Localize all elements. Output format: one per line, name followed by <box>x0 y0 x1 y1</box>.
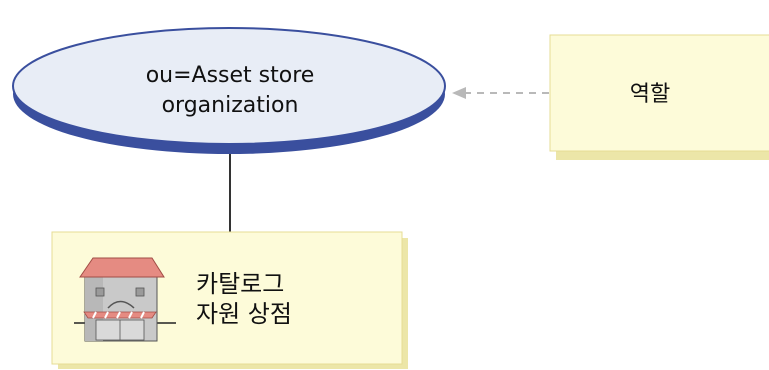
org-node[interactable]: ou=Asset store organization <box>12 27 446 154</box>
org-node-label-line1: ou=Asset store <box>146 63 315 88</box>
org-node-label-line2: organization <box>162 93 299 118</box>
role-node[interactable]: 역할 <box>549 34 769 160</box>
store-node-label-line2: 자원 상점 <box>196 300 292 328</box>
store-building-icon <box>74 257 176 342</box>
store-node-label-line1: 카탈로그 <box>196 270 284 298</box>
dashed-arrow <box>452 87 549 99</box>
store-node[interactable]: 카탈로그 자원 상점 <box>51 231 408 369</box>
role-node-label: 역할 <box>630 82 670 107</box>
org-node-ellipse <box>12 27 446 145</box>
role-node-box <box>549 34 769 152</box>
